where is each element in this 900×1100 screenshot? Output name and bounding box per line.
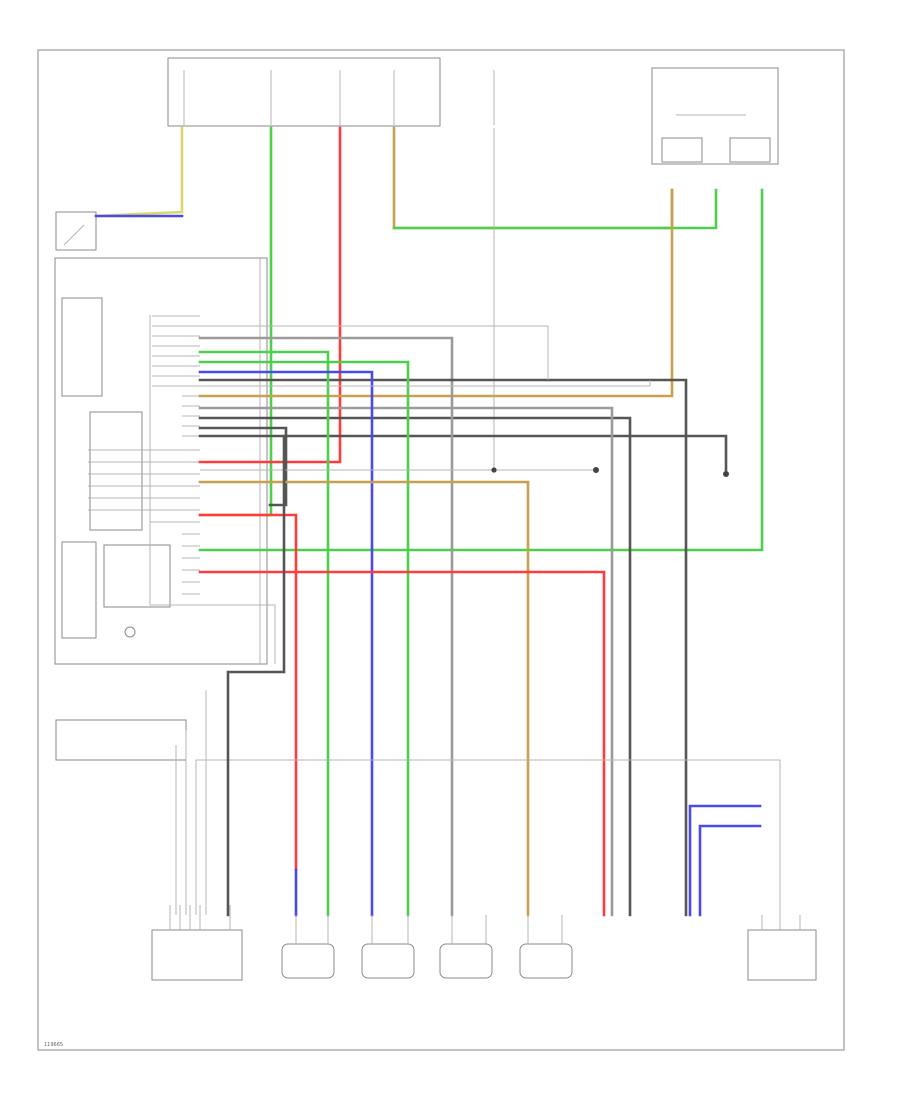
wire-dark-gray-3	[198, 426, 288, 507]
abs-module-lower	[61, 541, 97, 639]
wire-green-sensor-2	[198, 360, 410, 917]
wire-yellow-green	[94, 126, 184, 218]
wire-tan-relay	[198, 188, 674, 398]
wire-blue-lower-1	[688, 804, 762, 917]
wire-red-fuse3	[198, 126, 342, 464]
wheel-speed-sensor-left-rear	[439, 943, 493, 979]
wire-tan-fuse4	[392, 126, 674, 230]
wire-gray-5	[198, 336, 454, 917]
data-link-connector	[151, 929, 243, 981]
wire-gray-6	[198, 378, 688, 917]
abs-module-upper	[61, 297, 103, 397]
wire-gray-bottom-bus	[195, 759, 781, 915]
diagram-frame	[37, 49, 845, 1051]
wire-blue-sensor	[198, 370, 374, 917]
pump-motor-symbol	[124, 626, 136, 638]
footer-code: 119665	[44, 1042, 63, 1048]
wire-gray-bus-2	[200, 380, 651, 387]
wheel-speed-sensor-left-front	[519, 943, 573, 979]
junction-dot	[491, 467, 497, 473]
ground-point-right	[723, 471, 729, 477]
wire-blue-lower-2	[698, 824, 762, 917]
wire-gray-4	[198, 406, 614, 917]
wire-tan-sensor	[198, 480, 530, 917]
abs-solenoid-block	[103, 544, 171, 608]
wire-dark-gray-1	[198, 416, 632, 917]
abs-module-middle	[89, 411, 143, 531]
switch-box	[55, 211, 97, 251]
wheel-speed-sensor-right-rear	[281, 943, 335, 979]
wire-dark-gray-dlc	[226, 434, 286, 917]
wheel-speed-sensor-right-front	[361, 943, 415, 979]
wire-dark-gray-2	[198, 434, 728, 472]
wire-green-sensor-1	[198, 350, 330, 917]
bottom-connector-ticks	[169, 905, 801, 944]
relay-box-top-right	[651, 67, 779, 165]
wire-green-relay	[392, 188, 718, 230]
relay-right	[729, 137, 771, 163]
wire-red-sensor-1	[198, 513, 298, 872]
powertrain-control-module	[747, 929, 817, 981]
transmission-range-switch	[55, 719, 187, 761]
wire-gray-bus-1	[200, 325, 549, 380]
wire-red-sensor-2	[198, 570, 606, 917]
relay-left	[661, 137, 703, 163]
abs-connector-pins	[88, 315, 200, 595]
ground-point-left	[593, 467, 599, 473]
fuse-box-top	[167, 57, 441, 127]
wire-green-right-relay	[198, 188, 764, 552]
